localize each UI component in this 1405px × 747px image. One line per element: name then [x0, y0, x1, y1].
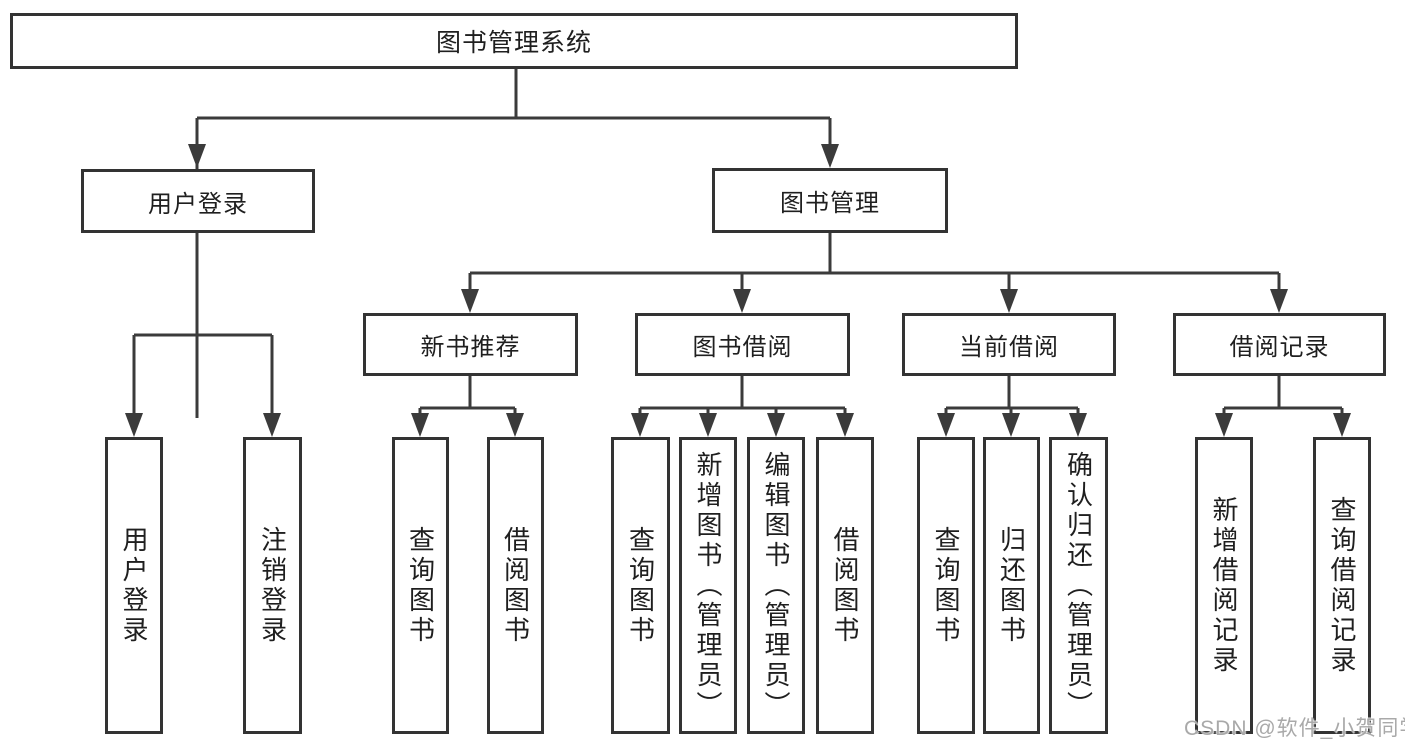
node-borrowing-records: 借阅记录	[1173, 313, 1386, 376]
leaf-br-add-record: 新增借阅记录	[1195, 437, 1253, 734]
node-new-book-recommend: 新书推荐	[363, 313, 578, 376]
node-current-borrowing: 当前借阅	[902, 313, 1116, 376]
node-user-login: 用户登录	[81, 169, 315, 233]
leaf-nb-query-book: 查询图书	[392, 437, 449, 734]
csdn-watermark: CSDN @软件_小贺同学	[1184, 717, 1405, 740]
leaf-bb-query-book: 查询图书	[611, 437, 670, 734]
leaf-cb-confirm-return-admin: 确认归还（管理员）	[1049, 437, 1108, 734]
node-book-management: 图书管理	[712, 168, 948, 233]
node-root-system: 图书管理系统	[10, 13, 1018, 69]
leaf-cb-query-book: 查询图书	[917, 437, 975, 734]
leaf-bb-add-book-admin: 新增图书（管理员）	[679, 437, 737, 734]
leaf-bb-edit-book-admin: 编辑图书（管理员）	[747, 437, 805, 734]
node-book-borrowing: 图书借阅	[635, 313, 850, 376]
leaf-br-query-record: 查询借阅记录	[1313, 437, 1371, 734]
leaf-bb-borrow-book: 借阅图书	[816, 437, 874, 734]
leaf-user-login: 用户登录	[105, 437, 163, 734]
leaf-cb-return-book: 归还图书	[983, 437, 1040, 734]
leaf-logout: 注销登录	[243, 437, 302, 734]
leaf-nb-borrow-book: 借阅图书	[487, 437, 544, 734]
